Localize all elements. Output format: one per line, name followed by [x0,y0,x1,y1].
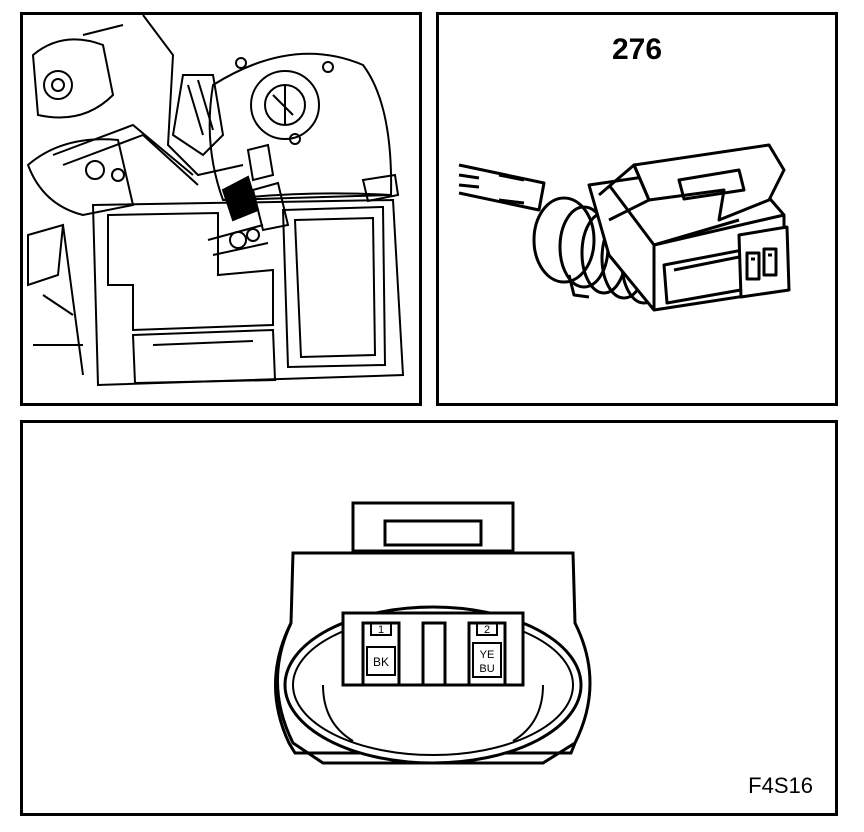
figure-code: F4S16 [748,773,813,798]
connector-callout: 276 [611,33,663,66]
pinout-housing [274,551,592,765]
pin-2-wire-color-1: YE [480,649,495,661]
engine-detail [26,15,244,376]
engine-bay-illustration [26,15,405,387]
connector-perspective-illustration [458,143,791,312]
pin-1-wire-color: BK [373,655,389,669]
connector-latch [598,143,786,222]
connector-view-panel: 276 [436,12,838,406]
pin-2-number: 2 [484,624,490,636]
connector-pinout-diagram: 1 BK 2 YE BU [274,501,592,765]
pin-2-wire-color-2: BU [479,663,494,675]
battery-box [91,198,405,387]
sensor-location [207,143,400,256]
pin-1-cavity: 1 BK [361,621,401,687]
pin-1-number: 1 [378,624,384,636]
pinout-panel: 1 BK 2 YE BU F4S16 [20,420,838,816]
pin-2-cavity: 2 YE BU [467,621,507,687]
connector-face [737,225,791,299]
connector-tab [567,274,590,299]
strut-tower [208,52,393,202]
wire-harness [458,163,546,212]
engine-compartment-panel [20,12,422,406]
pinout-latch [351,501,515,553]
